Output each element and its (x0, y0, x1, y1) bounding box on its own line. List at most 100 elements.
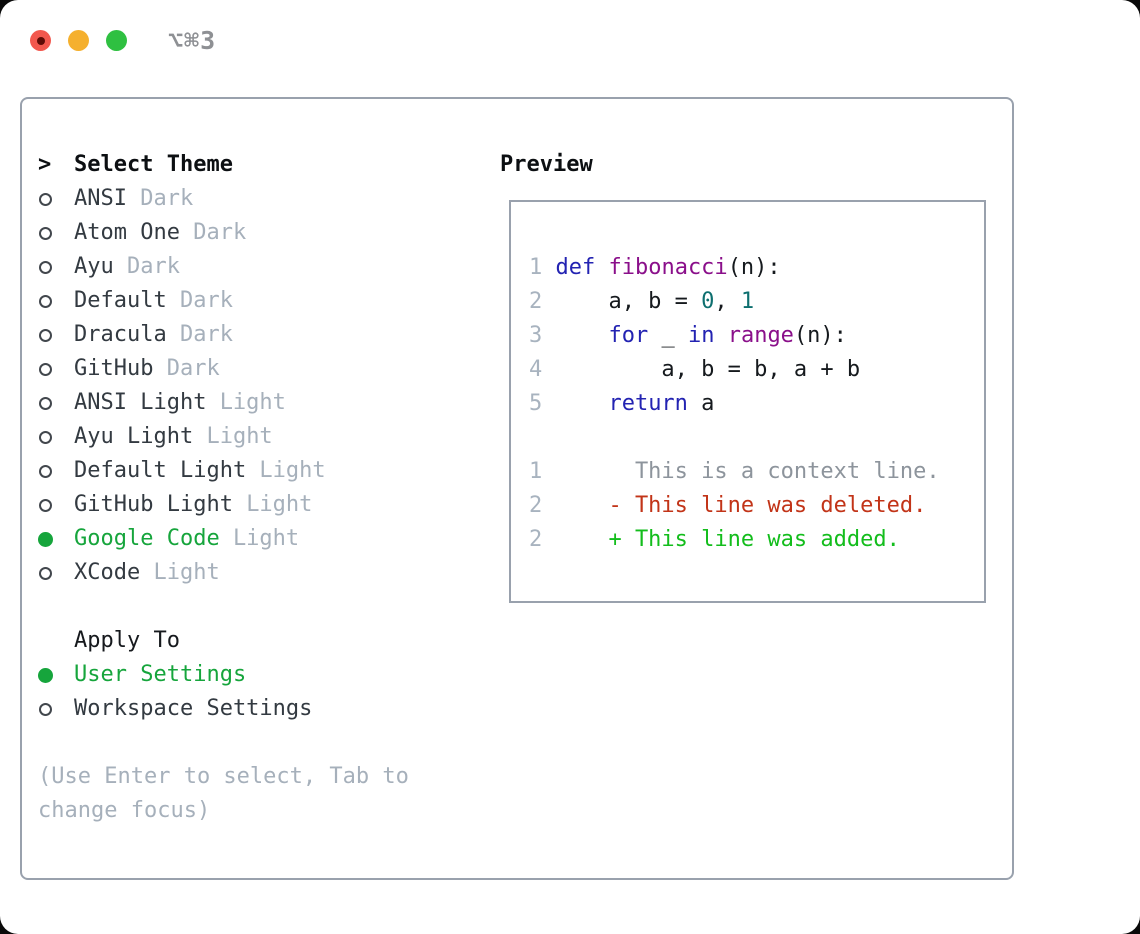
code-segment-keyword: return (608, 391, 688, 416)
diff-text: - This line was deleted. (555, 493, 927, 518)
radio-circle-icon (39, 260, 52, 274)
apply-to-option[interactable]: User Settings (38, 658, 409, 692)
line-number: 3 (529, 323, 543, 348)
theme-name: Default Light (74, 458, 247, 483)
code-line: 2 a, b = 0, 1 (529, 285, 984, 319)
radio-marker (38, 362, 74, 376)
close-dot-icon (36, 36, 45, 45)
code-segment-plain (595, 251, 608, 285)
diff-line-context: 1 This is a context line. (529, 455, 984, 489)
code-segment-plain: a, b = (555, 289, 702, 314)
theme-name: ANSI (74, 186, 127, 211)
close-button[interactable] (30, 30, 51, 51)
radio-marker (38, 498, 74, 512)
keyboard-hint: (Use Enter to select, Tab to change focus… (38, 760, 409, 828)
radio-circle-icon (39, 226, 52, 240)
radio-marker (38, 667, 74, 683)
theme-variant: Light (259, 458, 326, 483)
radio-circle-icon (39, 464, 52, 478)
diff-text: + This line was added. (555, 527, 900, 552)
code-segment-function: fibonacci (608, 255, 728, 280)
minimize-button[interactable] (68, 30, 89, 51)
code-segment-keyword: in (687, 323, 715, 348)
theme-option[interactable]: Ayu Dark (38, 250, 409, 284)
theme-variant: Light (246, 492, 313, 517)
radio-circle-icon (39, 396, 52, 410)
theme-option[interactable]: ANSI Dark (38, 182, 409, 216)
theme-name: Default (74, 288, 167, 313)
radio-marker (38, 260, 74, 274)
radio-marker (38, 464, 74, 478)
diff-line-added: 2 + This line was added. (529, 523, 984, 557)
theme-variant: Dark (126, 254, 180, 279)
radio-marker (38, 430, 74, 444)
cursor-marker: > (38, 148, 74, 182)
theme-option[interactable]: Default Light Light (38, 454, 409, 488)
line-number: 5 (529, 391, 543, 416)
keyboard-hint-line: (Use Enter to select, Tab to (38, 764, 409, 789)
radio-circle-icon (39, 192, 52, 206)
radio-circle-icon (39, 566, 52, 580)
preview-title: Preview (500, 152, 593, 177)
code-segment-plain: (n): (793, 323, 847, 348)
theme-variant: Dark (179, 288, 233, 313)
radio-marker (38, 531, 74, 547)
theme-variant: Dark (179, 322, 233, 347)
theme-name: Ayu Light (74, 424, 194, 449)
theme-option[interactable]: Default Dark (38, 284, 409, 318)
code-segment-number: 1 (740, 289, 755, 314)
theme-variant: Light (206, 424, 273, 449)
keyboard-hint-line: change focus) (38, 798, 211, 823)
radio-marker (38, 702, 74, 716)
theme-option[interactable]: Dracula Dark (38, 318, 409, 352)
window-title: ⌥⌘3 (168, 26, 217, 55)
theme-variant: Dark (193, 220, 247, 245)
code-segment-keyword: for (608, 323, 649, 348)
theme-option[interactable]: Atom One Dark (38, 216, 409, 250)
theme-name: XCode (74, 560, 141, 585)
radio-marker (38, 192, 74, 206)
apply-to-header: Apply To (74, 628, 180, 653)
theme-name: ANSI Light (74, 390, 207, 415)
radio-marker (38, 328, 74, 342)
code-segment-function: range (727, 323, 794, 348)
line-number: 1 (529, 255, 543, 280)
titlebar: ⌥⌘3 (30, 26, 216, 55)
radio-circle-icon (39, 702, 52, 716)
theme-option[interactable]: Ayu Light Light (38, 420, 409, 454)
theme-name: Dracula (74, 322, 167, 347)
zoom-button[interactable] (106, 30, 127, 51)
theme-name: Atom One (74, 220, 180, 245)
line-number: 2 (529, 289, 543, 314)
theme-name: Ayu (74, 254, 114, 279)
code-segment-plain (555, 387, 608, 421)
theme-variant: Dark (166, 356, 220, 381)
radio-marker (38, 566, 74, 580)
diff-preview: 1 This is a context line. 2 - This line w… (529, 455, 984, 557)
line-number: 1 (529, 459, 543, 484)
theme-option[interactable]: ANSI Light Light (38, 386, 409, 420)
theme-option[interactable]: GitHub Dark (38, 352, 409, 386)
theme-variant: Dark (140, 186, 194, 211)
apply-to-option[interactable]: Workspace Settings (38, 692, 409, 726)
theme-variant: Light (219, 390, 286, 415)
select-theme-title: Select Theme (74, 152, 233, 177)
radio-marker (38, 294, 74, 308)
line-number: 2 (529, 493, 543, 518)
selected-radio-icon (38, 531, 53, 547)
code-line: 4 a, b = b, a + b (529, 353, 984, 387)
code-segment-plain: , (714, 289, 741, 314)
theme-name: GitHub (74, 356, 154, 381)
radio-circle-icon (39, 328, 52, 342)
code-line: 3 for _ in range(n): (529, 319, 984, 353)
line-number: 4 (529, 357, 543, 382)
theme-name: Google Code (74, 526, 220, 551)
